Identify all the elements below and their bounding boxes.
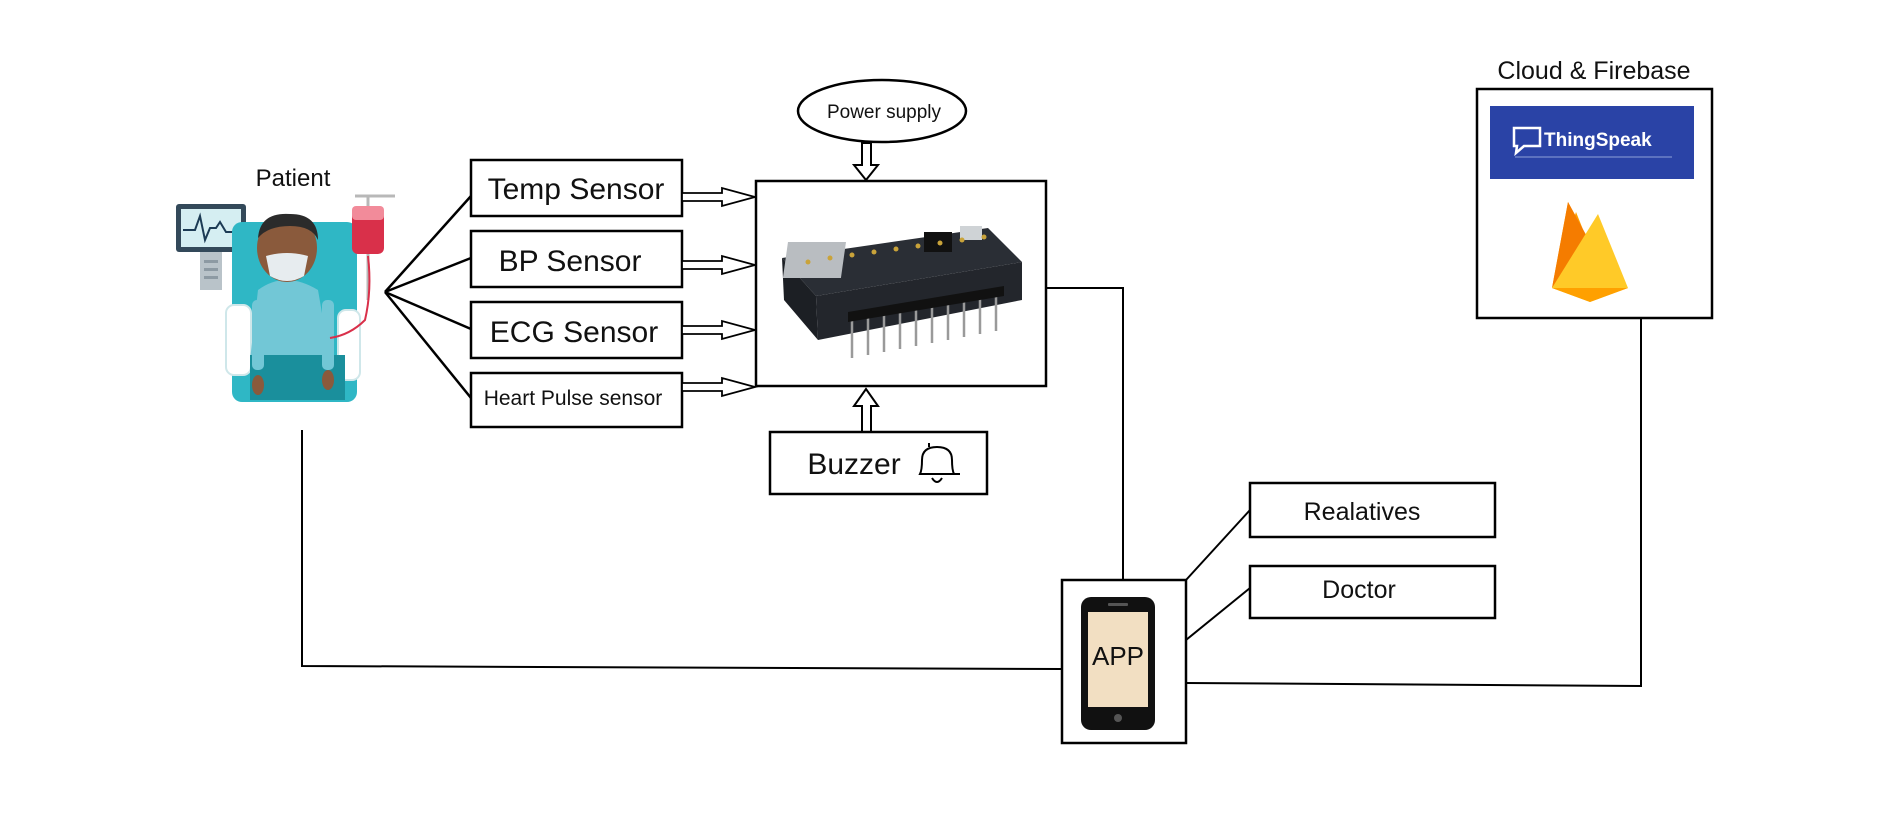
cloud-to-app-line: [1185, 318, 1642, 688]
sensor-bp-box: BP Sensor: [469, 229, 684, 289]
cloud-title: Cloud & Firebase: [1497, 57, 1690, 85]
power-supply: Power supply: [796, 78, 968, 144]
app-to-relatives-line: [1185, 509, 1251, 581]
patient-to-app-line: [301, 430, 1063, 670]
sensor-temp-label: Temp Sensor: [488, 173, 665, 206]
relatives-box: Realatives: [1248, 481, 1497, 539]
nodemcu-board-icon: [782, 226, 1022, 358]
connection-lines: [301, 287, 1642, 688]
sensor-pulse-label: Heart Pulse sensor: [484, 387, 663, 410]
app-to-doctor-line: [1185, 587, 1251, 641]
controller-box: [754, 179, 1048, 388]
sensor-temp-box: Temp Sensor: [469, 158, 684, 218]
power-supply-label: Power supply: [827, 102, 942, 123]
arrow-bp: [681, 254, 759, 276]
sensor-to-controller-arrows: [681, 186, 759, 398]
app-label: APP: [1092, 641, 1144, 671]
thingspeak-label: ThingSpeak: [1544, 130, 1652, 151]
arrow-pulse: [681, 376, 759, 398]
buzzer-box: Buzzer: [768, 430, 989, 496]
sensor-pulse-box: Heart Pulse sensor: [469, 371, 684, 429]
app-box: APP: [1060, 578, 1188, 745]
arrow-temp: [681, 186, 759, 208]
patient-label: Patient: [256, 165, 331, 192]
smartphone-icon: [1081, 597, 1155, 730]
chat-bubble-icon: [1512, 126, 1542, 157]
sensor-bp-label: BP Sensor: [499, 245, 642, 278]
thingspeak-logo: ThingSpeak: [1490, 106, 1694, 179]
buzzer-arrow: [852, 387, 880, 433]
patient-illustration: [176, 194, 395, 402]
power-arrow: [851, 142, 881, 182]
patient-to-sensor-lines: [384, 195, 472, 399]
cloud-box: ThingSpeak: [1475, 87, 1714, 320]
firebase-flame-icon: [1552, 202, 1628, 302]
sensor-ecg-label: ECG Sensor: [490, 316, 658, 349]
sensor-ecg-box: ECG Sensor: [469, 300, 684, 360]
arrow-ecg: [681, 319, 759, 341]
controller-to-app-line: [1046, 287, 1124, 580]
buzzer-label: Buzzer: [807, 448, 900, 481]
monitor-icon: [176, 204, 246, 290]
doctor-box: Doctor: [1248, 564, 1497, 620]
doctor-label: Doctor: [1322, 576, 1396, 604]
bell-icon: [918, 443, 960, 483]
relatives-label: Realatives: [1304, 498, 1421, 526]
